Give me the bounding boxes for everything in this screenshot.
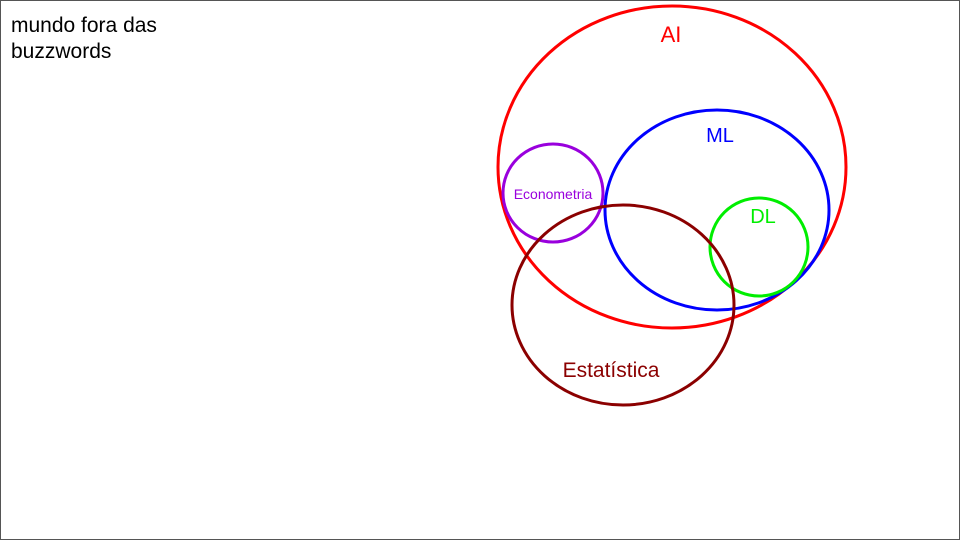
econometria-label: Econometria xyxy=(514,186,593,202)
ai-ellipse xyxy=(496,4,848,330)
dl-ellipse xyxy=(708,196,810,298)
econometria-ellipse xyxy=(501,142,605,244)
ai-label: AI xyxy=(661,22,682,47)
ml-label: ML xyxy=(706,125,734,147)
dl-label: DL xyxy=(750,206,776,228)
estatistica-label: Estatística xyxy=(563,359,660,382)
ml-ellipse xyxy=(603,108,831,312)
estatistica-ellipse xyxy=(510,203,736,407)
outside-world-caption: mundo fora das buzzwords xyxy=(11,14,157,63)
